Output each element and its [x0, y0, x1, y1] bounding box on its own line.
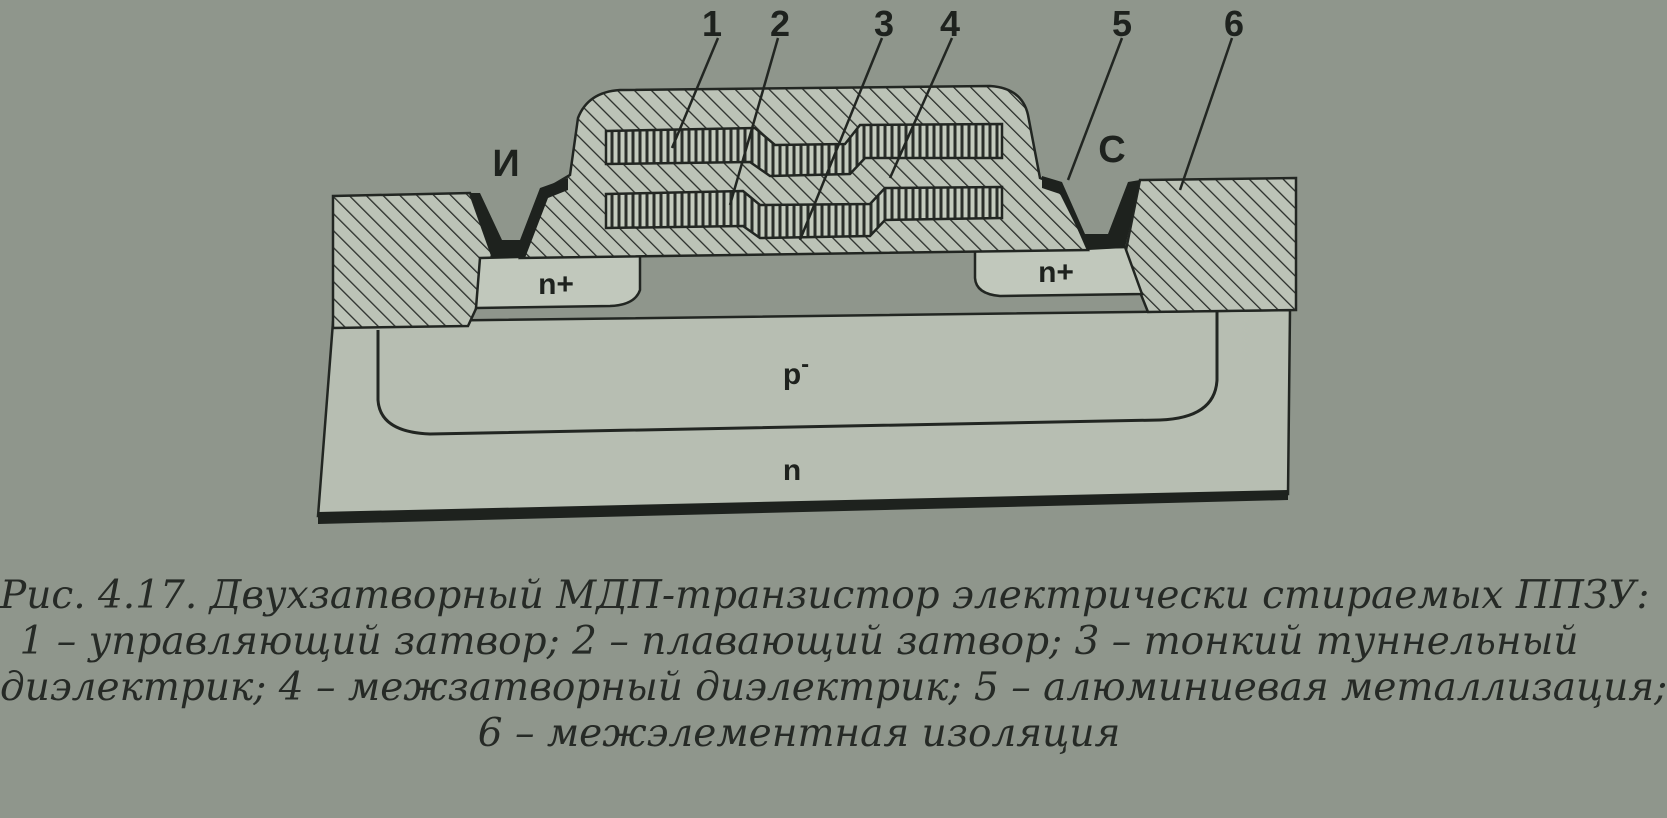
figure-caption: Рис. 4.17. Двухзатворный МДП-транзистор …: [0, 573, 1667, 757]
caption-line-4: 6 – межэлементная изоляция: [477, 711, 1121, 756]
mosfet-cross-section-diagram: 1 2 3 4 5 6 И С n+ n+ p- n: [316, 3, 1298, 524]
callout-2: 2: [770, 3, 790, 44]
callout-5: 5: [1112, 3, 1132, 44]
drain-terminal-label: С: [1098, 129, 1125, 171]
substrate-label: n: [783, 454, 801, 487]
p-well-region: [376, 312, 1219, 436]
callout-3: 3: [874, 3, 894, 44]
source-diffusion-label: n+: [538, 268, 574, 301]
figure: 1 2 3 4 5 6 И С n+ n+ p- n Рис. 4.17. Дв…: [0, 3, 1667, 757]
caption-line-1: Рис. 4.17. Двухзатворный МДП-транзистор …: [0, 573, 1650, 618]
caption-line-3: диэлектрик; 4 – межзатворный диэлектрик;…: [0, 665, 1667, 710]
caption-line-2: 1 – управляющий затвор; 2 – плавающий за…: [19, 619, 1579, 664]
source-n-plus-region: [474, 252, 642, 310]
floating-gate: [604, 185, 1004, 240]
well-label: p-: [783, 351, 809, 391]
callout-6: 6: [1224, 3, 1244, 44]
bottom-contact: [318, 490, 1288, 524]
callout-4: 4: [940, 3, 960, 44]
callout-1: 1: [702, 3, 722, 44]
substrate-n-region: [316, 308, 1292, 518]
control-gate: [604, 122, 1004, 178]
left-isolation: [331, 191, 494, 330]
drain-diffusion-label: n+: [1038, 256, 1074, 289]
source-metal-contact: [470, 178, 568, 258]
callout-leaders: [670, 37, 1234, 241]
right-isolation: [1123, 176, 1298, 314]
drain-metal-contact: [1042, 176, 1140, 250]
source-terminal-label: И: [492, 143, 519, 185]
drain-n-plus-region: [973, 245, 1144, 298]
